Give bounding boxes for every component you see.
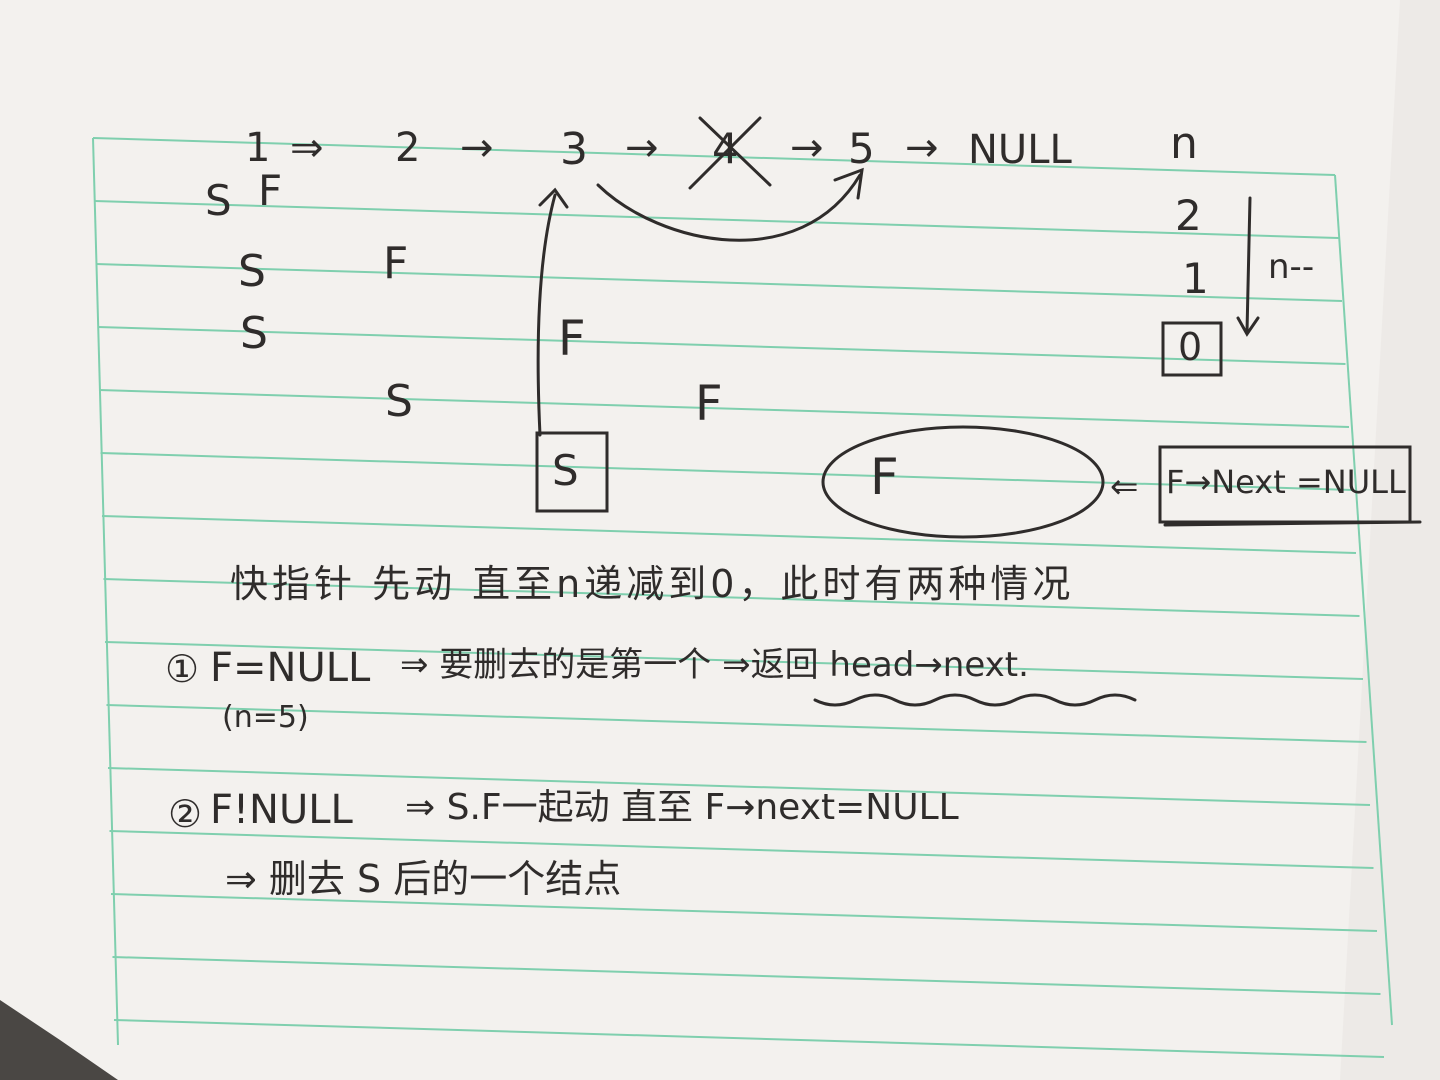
counter-value-0: 0	[1178, 325, 1203, 369]
ruled-line	[113, 1019, 1385, 1058]
slow-pointer-row2: S	[238, 246, 266, 297]
skip-arrow-head	[833, 167, 864, 200]
ruled-line	[104, 641, 1364, 680]
fast-pointer-row5: F	[870, 448, 899, 506]
boxed-note-text: F→Next =NULL	[1166, 463, 1406, 501]
boxed-note-arrow: ⇐	[1110, 467, 1139, 507]
arrow-3-4: →	[625, 125, 659, 171]
counter-value-1: 1	[1182, 254, 1209, 303]
ruled-line	[107, 767, 1371, 806]
arrow-2-3: →	[460, 125, 494, 171]
null-label: NULL	[968, 127, 1072, 173]
cross-out-mark	[688, 116, 772, 190]
case1-condition: F=NULL	[210, 645, 371, 691]
next-null-box	[1158, 445, 1412, 524]
ruled-line	[109, 830, 1374, 869]
ruled-line	[106, 704, 1367, 743]
counter-down-arrow	[1245, 196, 1252, 334]
arrow-1-2: ⇒	[290, 125, 324, 171]
ruled-line	[100, 452, 1353, 491]
ruled-line	[101, 515, 1357, 554]
slow-pointer-arrow	[536, 193, 557, 437]
ruled-line	[110, 893, 1378, 932]
node-3: 3	[560, 124, 588, 175]
node-4: 4	[712, 124, 739, 173]
fast-pointer-row2: F	[383, 238, 409, 289]
slow-pointer-row3: S	[240, 308, 268, 359]
fast-pointer-row1: F	[258, 166, 283, 215]
counter-down-arrow-head	[1236, 316, 1260, 337]
skip-arrow	[596, 173, 862, 242]
ruled-lines	[92, 137, 1385, 1058]
arrow-4-5: →	[790, 125, 824, 171]
fast-pointer-row4: F	[695, 376, 723, 432]
arrow-5-null: →	[905, 125, 939, 171]
right-margin-line	[1334, 174, 1393, 1026]
ruled-line	[98, 389, 1350, 428]
paper-shadow	[1340, 0, 1440, 1080]
f-ellipse	[821, 425, 1105, 539]
ruled-line	[103, 578, 1360, 617]
slow-pointer-arrow-head	[538, 187, 569, 209]
case2-line2: ⇒ 删去 S 后的一个结点	[225, 857, 622, 901]
margin-line	[92, 137, 119, 1046]
ruled-line	[97, 326, 1346, 365]
next-null-box-shadow	[1163, 520, 1422, 527]
note-line-1: 快指针 先动 直至n递减到0，此时有两种情况	[230, 562, 1075, 606]
case1-marker: ①	[165, 647, 200, 691]
case2-condition: F!NULL	[210, 787, 353, 833]
zero-box	[1161, 321, 1223, 377]
case1-text: ⇒ 要删去的是第一个 ⇒返回 head→next.	[400, 645, 1029, 685]
slow-pointer-row1: S	[205, 176, 232, 225]
case1-subnote: (n=5)	[222, 700, 309, 735]
counter-value-2: 2	[1175, 191, 1202, 240]
ruled-line	[95, 263, 1343, 302]
ruled-line	[94, 200, 1339, 239]
node-5: 5	[848, 124, 875, 173]
node-1: 1	[245, 125, 271, 171]
ruled-line	[112, 956, 1381, 995]
counter-decrement-label: n--	[1268, 247, 1315, 287]
n-label: n	[1170, 118, 1198, 169]
ruled-line	[92, 137, 1336, 176]
slow-pointer-row5: S	[552, 446, 579, 495]
wavy-underline	[813, 693, 1137, 707]
case2-text: ⇒ S.F一起动 直至 F→next=NULL	[405, 787, 959, 828]
slow-pointer-row4: S	[385, 376, 413, 427]
s-box	[535, 431, 609, 513]
fast-pointer-row3: F	[558, 311, 586, 367]
case2-marker: ②	[168, 792, 203, 836]
node-2: 2	[395, 125, 421, 171]
